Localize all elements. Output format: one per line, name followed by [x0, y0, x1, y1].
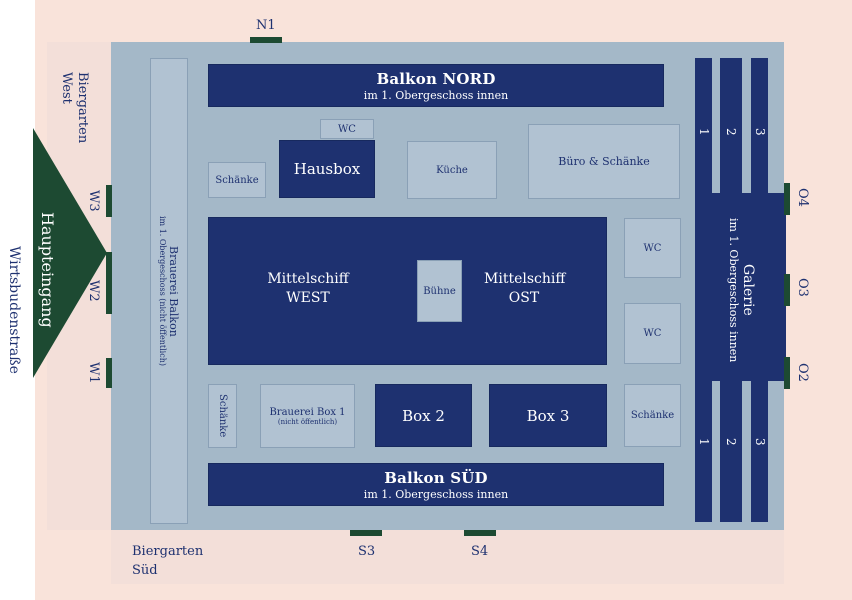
brauerei-balkon-title: Brauerei Balkon: [167, 245, 180, 337]
wc-top[interactable]: WC: [320, 119, 374, 139]
schaenke-se-label: Schänke: [630, 410, 675, 421]
kueche-label: Küche: [436, 164, 468, 176]
balkon-nord[interactable]: Balkon NORD im 1. Obergeschoss innen: [208, 64, 664, 107]
street-label: Wirtsbudenstraße: [6, 246, 22, 374]
wc-top-label: WC: [338, 123, 356, 135]
galerie-sub: im 1. Obergeschoss innen: [727, 217, 740, 363]
biergarten-west-label: Biergarten West: [59, 72, 90, 144]
wc-right-lower[interactable]: WC: [624, 303, 681, 364]
schaenke-sw[interactable]: Schänke: [208, 384, 237, 448]
balkon-nord-sub: im 1. Obergeschoss innen: [363, 88, 509, 102]
galerie-lane-top-3[interactable]: [751, 58, 768, 195]
door-w2-label: W2: [86, 280, 101, 302]
galerie-top-3-number: 3: [753, 128, 767, 136]
main-entrance-label: Haupteingang: [38, 212, 57, 328]
galerie-top-2-number: 2: [724, 128, 738, 136]
door-n1[interactable]: [250, 37, 282, 43]
galerie-bottom-1-number: 1: [697, 438, 711, 446]
kueche[interactable]: Küche: [407, 141, 497, 199]
box-3-label: Box 3: [526, 406, 570, 425]
galerie-lane-bottom-2[interactable]: [720, 379, 742, 522]
galerie-bottom-3-number: 3: [753, 438, 767, 446]
door-o2-label: O2: [795, 363, 810, 382]
galerie-lane-top-1[interactable]: [695, 58, 712, 195]
balkon-sued-sub: im 1. Obergeschoss innen: [363, 487, 509, 501]
buehne-label: Bühne: [423, 285, 456, 297]
door-w1-label: W1: [86, 362, 101, 384]
brauerei-box-1-title: Brauerei Box 1: [269, 406, 346, 418]
door-s3-label: S3: [358, 544, 376, 559]
door-w2[interactable]: [106, 252, 112, 314]
door-o3-label: O3: [795, 278, 810, 297]
buero-schaenke[interactable]: Büro & Schänke: [528, 124, 680, 199]
galerie-lane-bottom-3[interactable]: [751, 379, 768, 522]
door-w3-label: W3: [86, 190, 101, 212]
door-w1[interactable]: [106, 358, 112, 388]
galerie-title: Galerie: [740, 264, 756, 316]
mittelschiff-west-label: Mittelschiff WEST: [267, 271, 349, 306]
schaenke-nw[interactable]: Schänke: [208, 162, 266, 198]
mittelschiff[interactable]: [208, 217, 607, 365]
schaenke-sw-label: Schänke: [217, 394, 228, 438]
door-s4-label: S4: [471, 544, 489, 559]
box-2[interactable]: Box 2: [375, 384, 472, 447]
schaenke-nw-label: Schänke: [215, 174, 259, 186]
galerie-top-1-number: 1: [697, 128, 711, 136]
door-n1-label: N1: [256, 18, 276, 33]
south-strip: [111, 530, 784, 584]
brauerei-box-1-sub: (nicht öffentlich): [277, 417, 338, 426]
brauerei-box-1[interactable]: Brauerei Box 1 (nicht öffentlich): [260, 384, 355, 448]
wc-right-lower-label: WC: [643, 328, 662, 339]
balkon-sued-title: Balkon SÜD: [384, 468, 488, 487]
hausbox-label: Hausbox: [293, 160, 361, 178]
door-w3[interactable]: [106, 185, 112, 217]
door-o4-label: O4: [795, 188, 810, 207]
door-o2[interactable]: [784, 357, 790, 389]
galerie-bottom-2-number: 2: [724, 438, 738, 446]
door-o4[interactable]: [784, 183, 790, 215]
mittelschiff-ost-label: Mittelschiff OST: [484, 271, 566, 306]
hausbox[interactable]: Hausbox: [279, 140, 375, 198]
galerie-label: Galerie im 1. Obergeschoss innen: [727, 215, 756, 365]
brauerei-balkon[interactable]: Brauerei Balkon im 1. Obergeschoss (nich…: [150, 58, 188, 524]
buero-schaenke-label: Büro & Schänke: [558, 155, 650, 168]
balkon-nord-title: Balkon NORD: [376, 69, 496, 88]
door-s3[interactable]: [350, 530, 382, 536]
main-entrance-arrow: [33, 128, 107, 378]
galerie-lane-bottom-1[interactable]: [695, 379, 712, 522]
wc-right-upper[interactable]: WC: [624, 218, 681, 278]
galerie-main[interactable]: [695, 193, 786, 381]
schaenke-se[interactable]: Schänke: [624, 384, 681, 447]
biergarten-sued-label: Biergarten Süd: [132, 544, 204, 578]
brauerei-balkon-sub: im 1. Obergeschoss (nicht öffentlich): [158, 216, 167, 366]
buehne[interactable]: Bühne: [417, 260, 462, 322]
box-3[interactable]: Box 3: [489, 384, 607, 447]
galerie-lane-top-2[interactable]: [720, 58, 742, 195]
door-s4[interactable]: [464, 530, 496, 536]
balkon-sued[interactable]: Balkon SÜD im 1. Obergeschoss innen: [208, 463, 664, 506]
wc-right-upper-label: WC: [643, 242, 662, 254]
door-o3[interactable]: [784, 274, 790, 306]
box-2-label: Box 2: [402, 406, 445, 425]
